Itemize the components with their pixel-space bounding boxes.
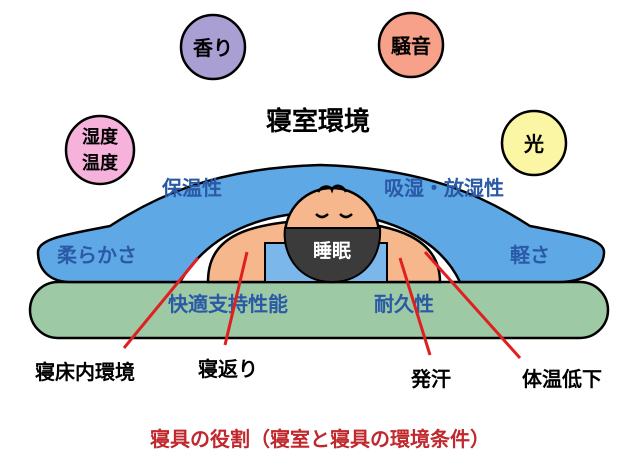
temperature-label: 温度 — [82, 152, 119, 174]
bed-climate-label: 寝床内環境 — [35, 360, 135, 384]
sleeping-head: 睡眠 — [283, 184, 382, 284]
support-label: 快適支持性能 — [168, 292, 288, 316]
humidity-label: 湿度 — [82, 126, 119, 148]
hair — [316, 184, 348, 194]
sweating-label: 発汗 — [410, 367, 451, 391]
scent-label: 香り — [193, 36, 233, 60]
noise-factor: 騒音 — [377, 11, 445, 79]
moisture-label: 吸湿・放湿性 — [384, 176, 504, 200]
warmth-label: 保温性 — [161, 176, 222, 200]
mattress — [28, 280, 610, 340]
durability-label: 耐久性 — [374, 292, 434, 316]
temp-drop-label: 体温低下 — [522, 367, 602, 391]
bedroom-environment-title: 寝室環境 — [266, 106, 370, 137]
scent-factor: 香り — [179, 13, 247, 81]
eye-mask — [283, 227, 382, 284]
light-circle — [500, 109, 568, 177]
humidity-circle — [64, 114, 136, 186]
light-label: 光 — [523, 132, 544, 156]
lightness-label: 軽さ — [510, 243, 550, 267]
light-factor: 光 — [500, 109, 568, 177]
right-closed-eye — [339, 213, 353, 219]
bed-cover — [36, 163, 606, 284]
turning-label: 寝返り — [198, 357, 258, 381]
bed-climate-callout-line — [122, 257, 200, 349]
softness-label: 柔らかさ — [57, 243, 137, 267]
turning-callout-line — [223, 251, 249, 346]
scent-circle — [179, 13, 247, 81]
left-closed-eye — [315, 213, 329, 219]
temp-drop-callout-line — [423, 250, 522, 360]
noise-label: 騒音 — [390, 34, 431, 58]
humidity-temperature-factor: 湿度 温度 — [64, 114, 136, 186]
sleep-label: 睡眠 — [313, 240, 351, 262]
figure-caption: 寝具の役割（寝室と寝具の環境条件） — [150, 427, 490, 451]
sweating-callout-line — [398, 257, 432, 356]
noise-circle — [377, 11, 445, 79]
